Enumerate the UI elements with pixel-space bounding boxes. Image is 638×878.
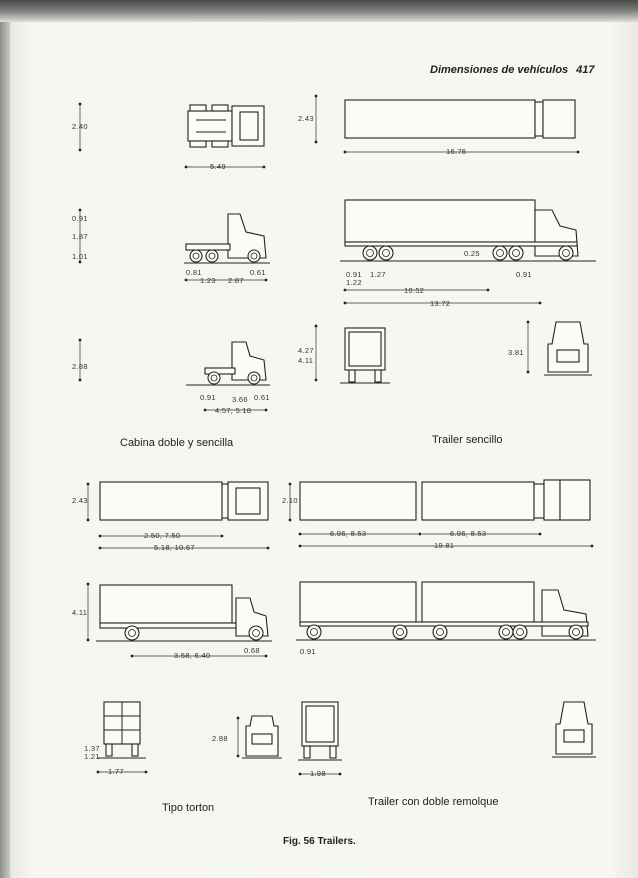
dim-label: 2.43 [72, 496, 88, 505]
dim-label: 2.87 [228, 276, 244, 285]
torton-front-view [236, 715, 282, 759]
dim-label: 19.81 [434, 541, 455, 550]
dim-label: 1.27 [370, 270, 386, 279]
torton-rear-view [96, 701, 148, 774]
dim-label: 0.91 [72, 214, 88, 223]
double-trailer-rear-view [298, 701, 342, 776]
dim-label: 1.23 [200, 276, 216, 285]
dim-label: 0.61 [254, 393, 270, 402]
dim-label: 1.98 [310, 769, 326, 778]
running-header: Dimensiones de vehículos 417 [430, 64, 595, 76]
cabin-top-view [78, 102, 266, 169]
dim-label: 2.88 [212, 734, 228, 743]
figure-caption: Fig. 56 Trailers. [283, 836, 356, 847]
book-spine-shadow [0, 0, 10, 878]
dim-label: 5.49 [210, 162, 226, 171]
dim-label: 0.91 [516, 270, 532, 279]
dim-label: 6.96, 8.53 [450, 529, 487, 538]
dim-label: 0.61 [250, 268, 266, 277]
dim-label: 2.10 [282, 496, 298, 505]
double-trailer-side-view [296, 581, 596, 641]
dim-label: 10.52 [404, 286, 425, 295]
trailer-side-view [340, 199, 596, 305]
section-title-cabina: Cabina doble y sencilla [120, 437, 234, 449]
cabin-double-side-view [78, 208, 270, 282]
dim-label: 3.58, 6.40 [174, 651, 211, 660]
dim-label: 3.66 [232, 395, 248, 404]
dim-label: 4.27 [298, 346, 314, 355]
dim-label: 0.68 [244, 646, 260, 655]
dim-label: 1.77 [108, 767, 124, 776]
torton-top-view [86, 481, 270, 550]
double-trailer-top-view [288, 479, 594, 548]
dim-label: 2.50, 7.50 [144, 531, 181, 540]
section-title-tipo-torton: Tipo torton [162, 802, 215, 814]
dim-label: 4.11 [298, 356, 314, 365]
dim-label: 0.91 [300, 647, 316, 656]
dim-label: 0.25 [464, 249, 480, 258]
cabin-single-side-view [78, 338, 270, 412]
dim-label: 1.01 [72, 252, 88, 261]
dim-label: 1.21 [84, 752, 100, 761]
header-title: Dimensiones de vehículos [430, 64, 569, 76]
trailer-front-view [526, 320, 592, 376]
dim-label: 3.81 [508, 348, 524, 357]
torton-side-view [86, 582, 272, 658]
dim-label: 2.43 [298, 114, 314, 123]
dim-label: 0.91 [346, 270, 362, 279]
section-title-doble-remolque: Trailer con doble remolque [368, 796, 499, 808]
dim-label: 4.57, 5.18 [215, 406, 252, 415]
dim-label: 0.91 [200, 393, 216, 402]
page-number: 417 [576, 64, 595, 76]
trailer-top-view [314, 94, 580, 154]
dim-label: 4.11 [72, 608, 88, 617]
dim-label: 2.88 [72, 362, 88, 371]
dim-label: 6.96, 8.53 [330, 529, 367, 538]
dim-label: 1.37 [84, 744, 100, 753]
dim-label: 0.81 [186, 268, 202, 277]
scan-top-edge [0, 0, 638, 22]
dim-label: 1.87 [72, 232, 88, 241]
dim-label: 16.76 [446, 147, 467, 156]
section-title-trailer-sencillo: Trailer sencillo [432, 434, 503, 446]
dim-label: 5.18, 10.67 [154, 543, 195, 552]
double-trailer-front-view [552, 701, 596, 758]
trailer-rear-view [314, 324, 390, 384]
dim-label: 1.22 [346, 278, 362, 287]
dim-label: 2.40 [72, 122, 88, 131]
dim-label: 13.72 [430, 299, 451, 308]
